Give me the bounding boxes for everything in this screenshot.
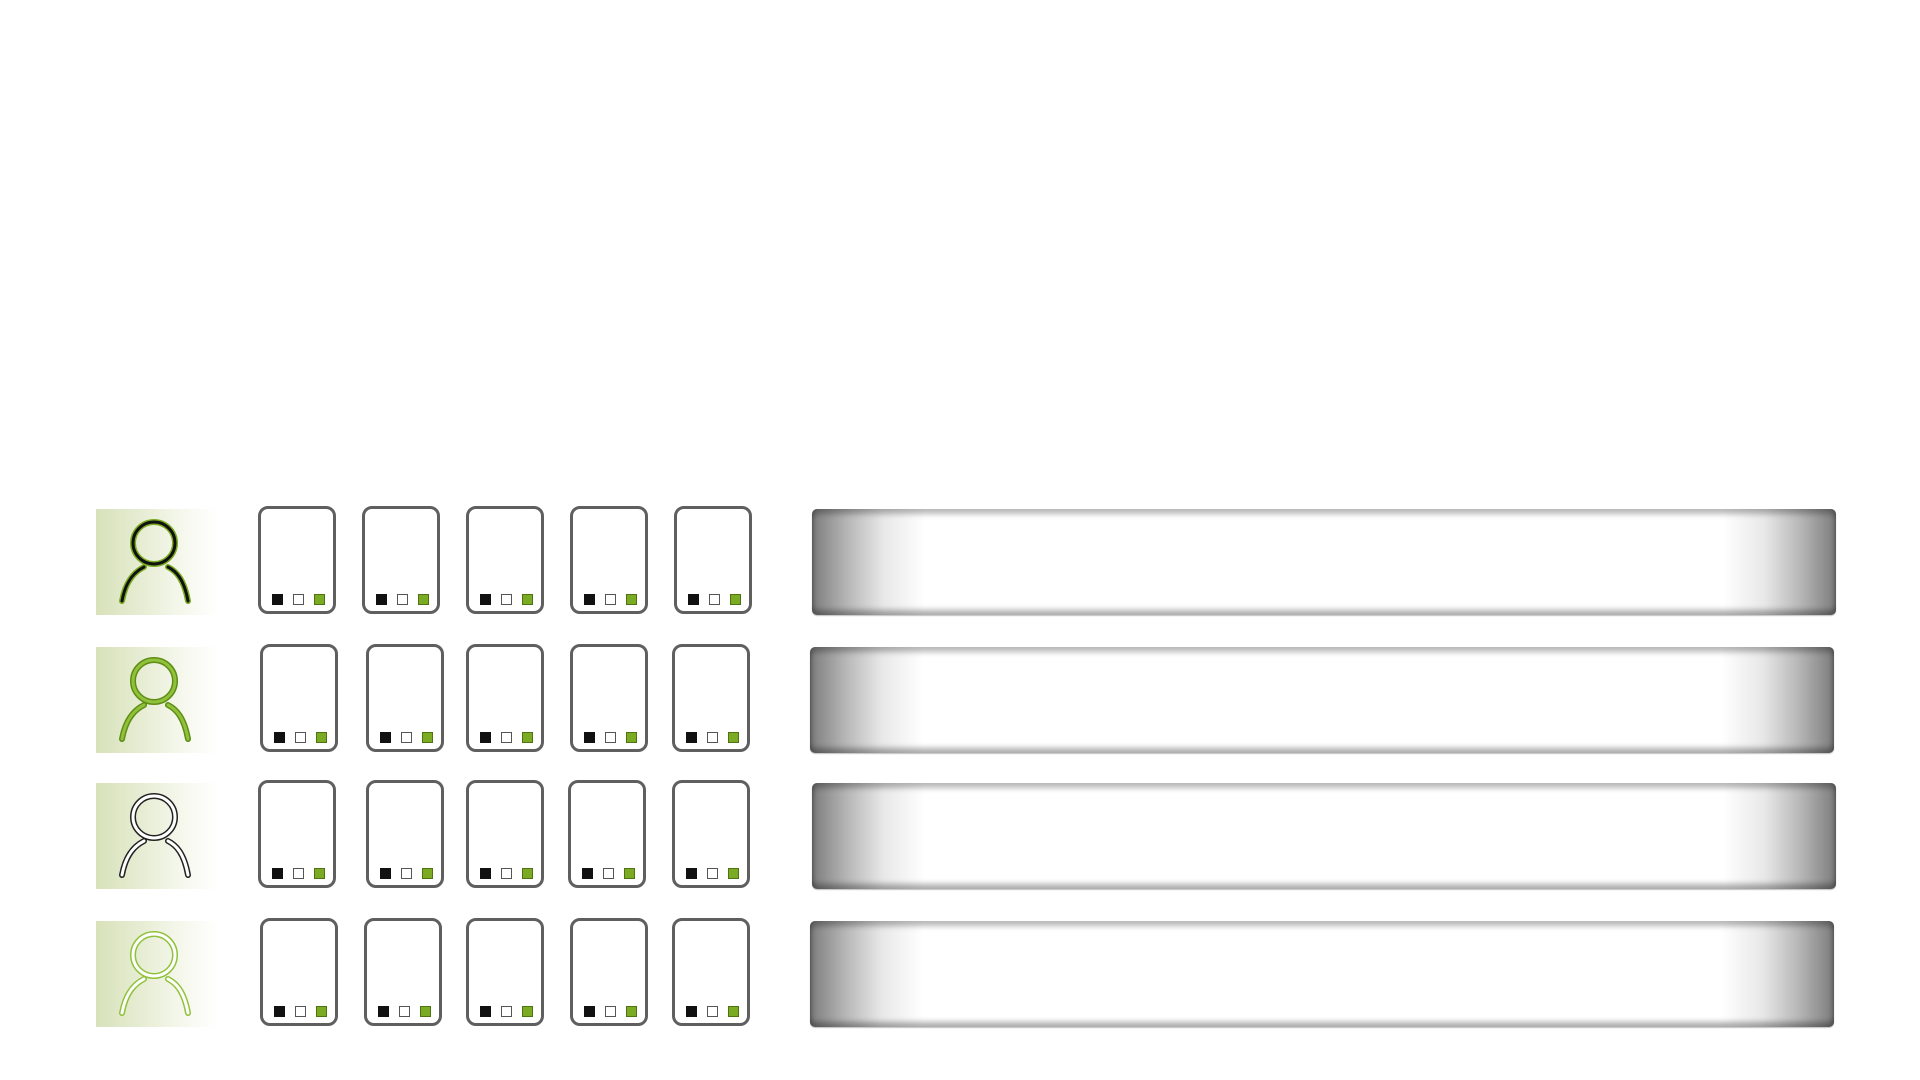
green-indicator <box>728 732 739 743</box>
card[interactable] <box>260 644 338 752</box>
green-indicator <box>522 1006 533 1017</box>
row-4 <box>96 918 1836 1030</box>
white-indicator <box>605 732 616 743</box>
white-indicator <box>709 594 720 605</box>
avatar-2 <box>96 647 218 753</box>
white-indicator <box>707 732 718 743</box>
card[interactable] <box>260 918 338 1026</box>
black-indicator <box>480 868 491 879</box>
white-indicator <box>603 868 614 879</box>
green-indicator <box>624 868 635 879</box>
black-indicator <box>480 594 491 605</box>
row-1 <box>96 506 1836 618</box>
black-indicator <box>686 1006 697 1017</box>
green-indicator <box>316 1006 327 1017</box>
white-indicator <box>707 868 718 879</box>
black-indicator <box>274 732 285 743</box>
white-indicator <box>501 868 512 879</box>
white-indicator <box>295 732 306 743</box>
card[interactable] <box>672 918 750 1026</box>
black-indicator <box>376 594 387 605</box>
card[interactable] <box>568 780 646 888</box>
text-bar-2[interactable] <box>810 647 1834 753</box>
black-indicator <box>584 1006 595 1017</box>
white-indicator <box>501 594 512 605</box>
card[interactable] <box>366 780 444 888</box>
avatar-3 <box>96 783 218 889</box>
black-indicator <box>584 732 595 743</box>
black-indicator <box>688 594 699 605</box>
green-indicator <box>522 732 533 743</box>
white-indicator <box>605 1006 616 1017</box>
user-icon <box>119 519 191 604</box>
card[interactable] <box>258 780 336 888</box>
white-indicator <box>295 1006 306 1017</box>
card[interactable] <box>466 780 544 888</box>
card[interactable] <box>366 644 444 752</box>
white-indicator <box>397 594 408 605</box>
card[interactable] <box>258 506 336 614</box>
card[interactable] <box>466 918 544 1026</box>
card[interactable] <box>364 918 442 1026</box>
avatar-1 <box>96 509 218 615</box>
text-bar-1[interactable] <box>812 509 1836 615</box>
white-indicator <box>605 594 616 605</box>
card[interactable] <box>672 644 750 752</box>
card[interactable] <box>570 506 648 614</box>
green-indicator <box>728 868 739 879</box>
green-indicator <box>422 732 433 743</box>
card[interactable] <box>570 644 648 752</box>
black-indicator <box>272 594 283 605</box>
card[interactable] <box>672 780 750 888</box>
black-indicator <box>380 868 391 879</box>
green-indicator <box>728 1006 739 1017</box>
green-indicator <box>522 594 533 605</box>
avatar-4 <box>96 921 218 1027</box>
green-indicator <box>418 594 429 605</box>
row-3 <box>96 780 1836 892</box>
card[interactable] <box>674 506 752 614</box>
user-icon <box>119 793 191 878</box>
card[interactable] <box>570 918 648 1026</box>
black-indicator <box>274 1006 285 1017</box>
black-indicator <box>378 1006 389 1017</box>
white-indicator <box>293 868 304 879</box>
black-indicator <box>686 732 697 743</box>
user-icon <box>119 657 191 742</box>
white-indicator <box>707 1006 718 1017</box>
green-indicator <box>314 868 325 879</box>
white-indicator <box>401 732 412 743</box>
green-indicator <box>626 732 637 743</box>
white-indicator <box>293 594 304 605</box>
white-indicator <box>501 1006 512 1017</box>
black-indicator <box>272 868 283 879</box>
black-indicator <box>380 732 391 743</box>
black-indicator <box>480 732 491 743</box>
black-indicator <box>686 868 697 879</box>
card[interactable] <box>466 644 544 752</box>
white-indicator <box>501 732 512 743</box>
green-indicator <box>422 868 433 879</box>
card[interactable] <box>466 506 544 614</box>
black-indicator <box>480 1006 491 1017</box>
user-icon <box>119 931 191 1016</box>
green-indicator <box>626 594 637 605</box>
green-indicator <box>420 1006 431 1017</box>
black-indicator <box>584 594 595 605</box>
text-bar-3[interactable] <box>812 783 1836 889</box>
white-indicator <box>401 868 412 879</box>
card[interactable] <box>362 506 440 614</box>
text-bar-4[interactable] <box>810 921 1834 1027</box>
green-indicator <box>316 732 327 743</box>
row-2 <box>96 644 1836 756</box>
green-indicator <box>314 594 325 605</box>
black-indicator <box>582 868 593 879</box>
green-indicator <box>626 1006 637 1017</box>
green-indicator <box>522 868 533 879</box>
green-indicator <box>730 594 741 605</box>
white-indicator <box>399 1006 410 1017</box>
